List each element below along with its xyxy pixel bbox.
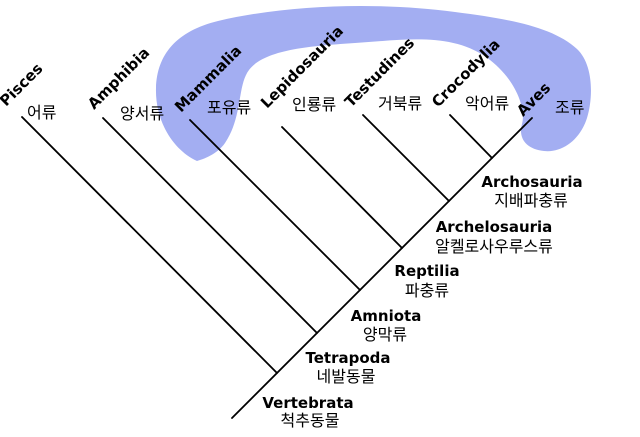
mammalia-aves-highlight-band bbox=[155, 5, 591, 162]
clade-korean-archosauria: 지배파충류 bbox=[494, 191, 568, 210]
tip-korean-crocodylia: 악어류 bbox=[465, 94, 509, 113]
branch-line-lepidosauria bbox=[281, 126, 403, 249]
branch-line-mammalia bbox=[189, 119, 361, 291]
clade-korean-amniota: 양막류 bbox=[363, 325, 407, 344]
branch-line-crocodylia bbox=[449, 114, 493, 159]
clade-latin-amniota: Amniota bbox=[351, 307, 422, 325]
branch-line-pisces bbox=[21, 116, 278, 374]
clade-korean-reptilia: 파충류 bbox=[405, 281, 449, 300]
clade-latin-vertebrata: Vertebrata bbox=[262, 394, 353, 412]
clade-latin-tetrapoda: Tetrapoda bbox=[305, 349, 390, 367]
clade-latin-archelosauria: Archelosauria bbox=[436, 218, 553, 236]
tip-korean-lepidosauria: 인룡류 bbox=[292, 95, 336, 114]
branch-line-testudines bbox=[362, 114, 450, 202]
clade-latin-reptilia: Reptilia bbox=[394, 262, 459, 280]
tip-korean-pisces: 어류 bbox=[27, 103, 56, 122]
tip-korean-mammalia: 포유류 bbox=[207, 98, 251, 117]
clade-korean-tetrapoda: 네발동물 bbox=[317, 367, 376, 386]
tip-korean-testudines: 거북류 bbox=[378, 94, 422, 113]
branch-line-amphibia bbox=[102, 117, 318, 334]
clade-korean-vertebrata: 척추동물 bbox=[281, 411, 340, 430]
clade-korean-archelosauria: 알켈로사우루스류 bbox=[435, 237, 553, 256]
tip-korean-amphibia: 양서류 bbox=[120, 104, 164, 123]
clade-latin-archosauria: Archosauria bbox=[481, 173, 582, 191]
backbone-root-to-aves-line bbox=[231, 117, 533, 419]
tip-korean-aves: 조류 bbox=[555, 98, 584, 117]
tip-latin-amphibia: Amphibia bbox=[84, 44, 153, 113]
